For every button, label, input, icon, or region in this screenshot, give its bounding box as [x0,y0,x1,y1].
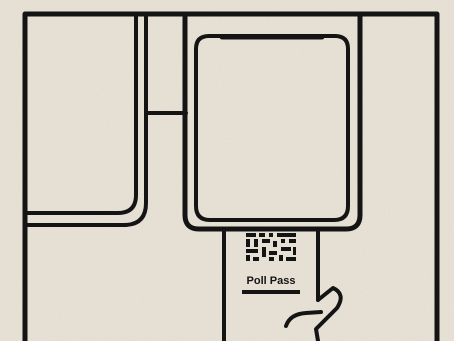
poll-pass-label: Poll Pass [247,275,296,287]
machine-frame [22,11,440,341]
poll-pass-underline [242,290,300,294]
scanner-slot [194,34,350,222]
qr-code-icon [246,233,296,261]
scanner-housing [182,11,363,232]
hand-icon [284,286,343,341]
poll-pass-card [222,227,320,341]
left-panel [23,12,138,215]
left-panel-inner [23,12,148,227]
